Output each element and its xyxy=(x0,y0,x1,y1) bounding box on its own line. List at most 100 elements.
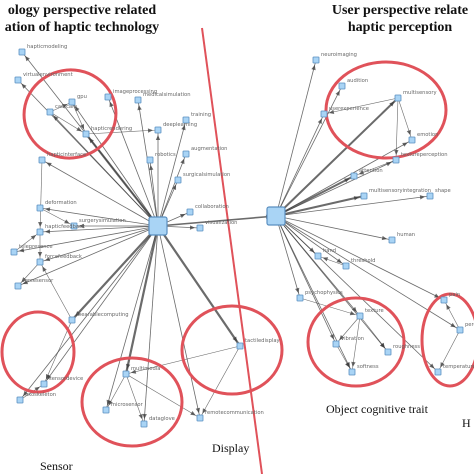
network-edge xyxy=(275,215,393,241)
edge-arrowhead xyxy=(419,195,426,200)
network-edge xyxy=(39,261,73,321)
node-label: shape xyxy=(435,188,451,194)
edge-arrowhead xyxy=(23,390,28,397)
node-label: deformation xyxy=(45,200,77,206)
network-edge xyxy=(275,195,365,217)
network-edge xyxy=(199,345,241,419)
edge-arrowhead xyxy=(394,149,399,156)
cluster-highlight-ellipse xyxy=(306,296,406,388)
network-node xyxy=(14,76,22,84)
network-node xyxy=(266,206,286,226)
edge-arrowhead xyxy=(179,213,186,219)
edge-arrowhead xyxy=(155,135,161,140)
node-label: visualization xyxy=(205,220,237,226)
network-node xyxy=(14,282,22,290)
edge-arrowhead xyxy=(317,118,322,124)
network-node xyxy=(182,150,190,158)
node-label: surgerysimulation xyxy=(79,218,126,224)
network-edge xyxy=(41,159,159,227)
network-edge xyxy=(275,85,343,217)
node-label: temperature xyxy=(443,364,474,370)
node-label: hapticrendering xyxy=(91,126,132,132)
edge-arrowhead xyxy=(42,266,47,272)
node-label: threshold xyxy=(351,258,375,264)
node-label: softness xyxy=(357,364,379,370)
network-edge xyxy=(323,97,399,115)
network-node xyxy=(456,326,464,334)
edge-arrowhead xyxy=(171,184,177,191)
network-edge xyxy=(275,215,301,299)
network-edge xyxy=(275,215,389,353)
network-edge xyxy=(143,225,159,425)
network-node xyxy=(434,368,442,376)
network-edge xyxy=(299,297,361,317)
network-node xyxy=(338,82,346,90)
network-node xyxy=(296,294,304,302)
node-label: forcesensor xyxy=(23,278,54,284)
edge-arrowhead xyxy=(142,413,147,420)
perspective-divider-line xyxy=(201,27,263,474)
edge-arrowhead xyxy=(18,248,25,253)
network-node xyxy=(312,56,320,64)
node-label: hapticinterface xyxy=(47,152,86,158)
network-node xyxy=(394,94,402,102)
edge-arrowhead xyxy=(339,334,345,341)
edge-arrowhead xyxy=(25,55,30,62)
cluster-highlight-ellipse xyxy=(22,68,118,160)
edge-arrowhead xyxy=(76,126,82,132)
network-edge xyxy=(395,97,399,161)
network-edge xyxy=(125,373,201,419)
network-edge xyxy=(85,129,159,135)
edge-arrowhead xyxy=(109,101,114,108)
network-node xyxy=(38,156,46,164)
network-node xyxy=(46,108,54,116)
network-node xyxy=(134,96,142,104)
edge-arrowhead xyxy=(450,322,456,328)
sensor-caption: Sensor xyxy=(40,459,73,473)
left-cluster-title: ology perspective related ation of hapti… xyxy=(0,2,192,36)
network-node xyxy=(320,110,328,118)
network-node xyxy=(392,156,400,164)
network-node xyxy=(68,316,76,324)
network-edge xyxy=(71,225,159,321)
node-label: augmentation xyxy=(191,146,227,152)
node-label: multisensory xyxy=(403,90,437,96)
node-label: collaboration xyxy=(195,204,229,210)
node-label: emotion xyxy=(417,132,438,138)
network-edge xyxy=(275,97,399,217)
network-node xyxy=(196,224,204,232)
network-edge xyxy=(39,225,159,233)
edge-arrowhead xyxy=(79,223,84,229)
network-node xyxy=(342,262,350,270)
edge-arrowhead xyxy=(389,101,395,107)
edge-arrowhead xyxy=(137,104,142,111)
network-edge xyxy=(275,215,445,301)
node-label: hapticfeedback xyxy=(45,224,85,230)
network-edge xyxy=(275,215,439,373)
edge-arrowhead xyxy=(180,158,185,165)
edge-arrowhead xyxy=(429,363,435,369)
network-edge xyxy=(124,225,160,375)
cluster-highlight-ellipse xyxy=(180,304,284,396)
edge-arrowhead xyxy=(232,336,238,342)
network-edge xyxy=(157,153,187,227)
network-edge xyxy=(39,159,43,233)
edge-arrowhead xyxy=(351,306,357,313)
node-label: telepresence xyxy=(19,244,53,250)
edge-arrowhead xyxy=(74,106,80,112)
edge-arrowhead xyxy=(381,235,388,241)
network-node xyxy=(426,192,434,200)
edge-arrowhead xyxy=(440,362,445,368)
node-label: remotecommunication xyxy=(205,410,264,416)
network-node xyxy=(236,342,244,350)
edge-arrowhead xyxy=(30,235,37,240)
cluster-highlight-ellipse xyxy=(80,356,184,448)
network-node xyxy=(10,248,18,256)
edge-arrowhead xyxy=(38,221,43,228)
node-label: textureperception xyxy=(401,152,448,158)
node-label: neuroimaging xyxy=(321,52,357,58)
edge-arrowhead xyxy=(147,128,154,133)
display-caption: Display xyxy=(212,441,250,455)
